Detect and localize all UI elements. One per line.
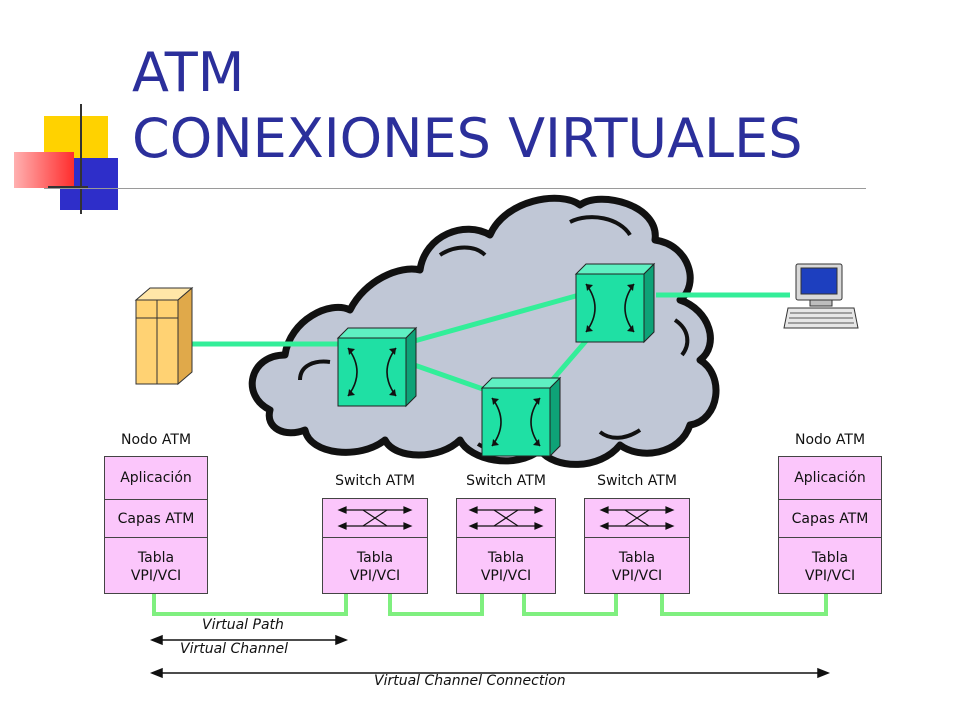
vcc-label: Virtual Channel Connection (374, 673, 566, 689)
left-node-header: Nodo ATM (120, 432, 192, 448)
switch-1-cross-icon (337, 506, 413, 530)
right-node-stack: Aplicación Capas ATM Tabla VPI/VCI (778, 456, 882, 594)
switch-2-symbol (457, 499, 555, 537)
right-node-app: Aplicación (794, 470, 866, 486)
switch-1-table: Tabla VPI/VCI (323, 537, 427, 596)
cloud-switch-2 (480, 376, 562, 458)
virtual-path-connectors (152, 594, 828, 616)
deco-horizontal-line (48, 186, 88, 188)
switch-1-stack: Tabla VPI/VCI (322, 498, 428, 594)
deco-red-square (14, 152, 74, 188)
switch-1-symbol (323, 499, 427, 537)
slide-title: ATM CONEXIONES VIRTUALES (132, 40, 803, 172)
cloud-switches (336, 262, 656, 458)
switch-2-table: Tabla VPI/VCI (457, 537, 555, 596)
cloud-switch-1 (336, 326, 418, 408)
title-rule (44, 188, 866, 189)
switch-2-stack: Tabla VPI/VCI (456, 498, 556, 594)
deco-vertical-line (80, 104, 82, 214)
switch-3-table: Tabla VPI/VCI (585, 537, 689, 596)
left-node-app: Aplicación (120, 470, 192, 486)
switch-1-header: Switch ATM (335, 473, 415, 489)
cloud-switch-3 (574, 262, 656, 344)
virtual-channel-label: Virtual Channel (180, 641, 288, 657)
switch-2-header: Switch ATM (466, 473, 546, 489)
title-line-2: CONEXIONES VIRTUALES (132, 107, 803, 170)
server-icon (134, 286, 194, 386)
right-node-table: Tabla VPI/VCI (779, 537, 881, 596)
left-node-table: Tabla VPI/VCI (105, 537, 207, 596)
title-line-1: ATM (132, 41, 245, 104)
left-node-stack: Aplicación Capas ATM Tabla VPI/VCI (104, 456, 208, 594)
switch-3-header: Switch ATM (597, 473, 677, 489)
link-switch1-switch3 (399, 289, 591, 348)
terminal-icon (783, 263, 859, 329)
span-arrows (149, 634, 831, 679)
switch-3-cross-icon (599, 506, 675, 530)
right-node-layers: Capas ATM (779, 499, 881, 538)
switch-3-symbol (585, 499, 689, 537)
switch-2-cross-icon (468, 506, 544, 530)
left-node-layers: Capas ATM (105, 499, 207, 538)
virtual-path-label: Virtual Path (202, 617, 284, 633)
switch-3-stack: Tabla VPI/VCI (584, 498, 690, 594)
right-node-header: Nodo ATM (794, 432, 866, 448)
